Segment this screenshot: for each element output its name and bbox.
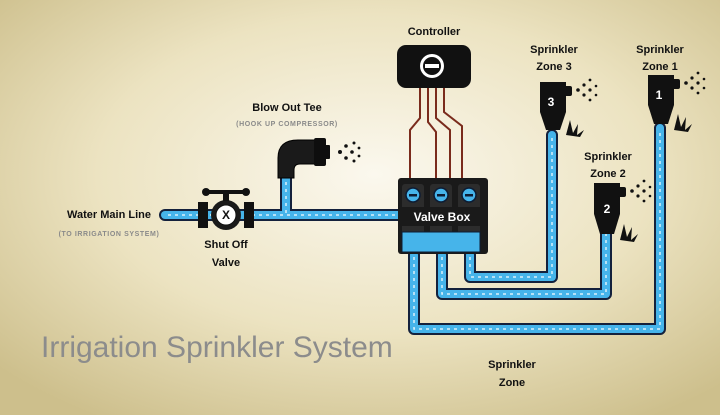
air-spray — [338, 141, 361, 163]
zone2-label-line2: Zone 2 — [590, 168, 625, 180]
controller-label: Controller — [408, 26, 461, 38]
shut-off-valve-label-line1: Shut Off — [204, 239, 248, 251]
shut-off-valve-icon: X — [198, 188, 254, 230]
zone2-spray — [630, 179, 652, 203]
zone1-label-line2: Zone 1 — [642, 61, 677, 73]
shut-off-valve-label-line2: Valve — [212, 257, 240, 269]
sprinkler-head-zone2: 2 — [594, 183, 638, 242]
zone1-number: 1 — [656, 88, 663, 102]
controller-wires — [409, 88, 463, 178]
zone-bottom-label-line1: Sprinkler — [488, 359, 536, 371]
blow-out-tee-elbow — [277, 138, 330, 179]
zone3-spray — [576, 78, 598, 102]
water-main-line-label: Water Main Line — [67, 209, 151, 221]
blow-out-tee-sublabel: (HOOK UP COMPRESSOR) — [236, 121, 338, 128]
zone3-label-line1: Sprinkler — [530, 44, 578, 56]
sprinkler-head-zone1: 1 — [648, 75, 692, 132]
water-main-line-sublabel: (TO IRRIGATION SYSTEM) — [59, 231, 160, 238]
diagram-title: Irrigation Sprinkler System — [41, 331, 393, 364]
zone-bottom-label-line2: Zone — [499, 377, 525, 389]
controller-icon — [397, 45, 471, 88]
zone2-label-line1: Sprinkler — [584, 151, 632, 163]
zone1-spray — [684, 71, 706, 95]
zone3-label-line2: Zone 3 — [536, 61, 571, 73]
zone1-label-line1: Sprinkler — [636, 44, 684, 56]
valve-symbol: X — [222, 208, 230, 222]
valve-box-label: Valve Box — [414, 210, 471, 224]
blow-out-tee-label: Blow Out Tee — [252, 102, 321, 114]
valve-box: Valve Box — [398, 178, 488, 254]
sprinkler-head-zone3: 3 — [540, 82, 584, 137]
zone3-number: 3 — [548, 95, 555, 109]
zone2-number: 2 — [604, 202, 611, 216]
